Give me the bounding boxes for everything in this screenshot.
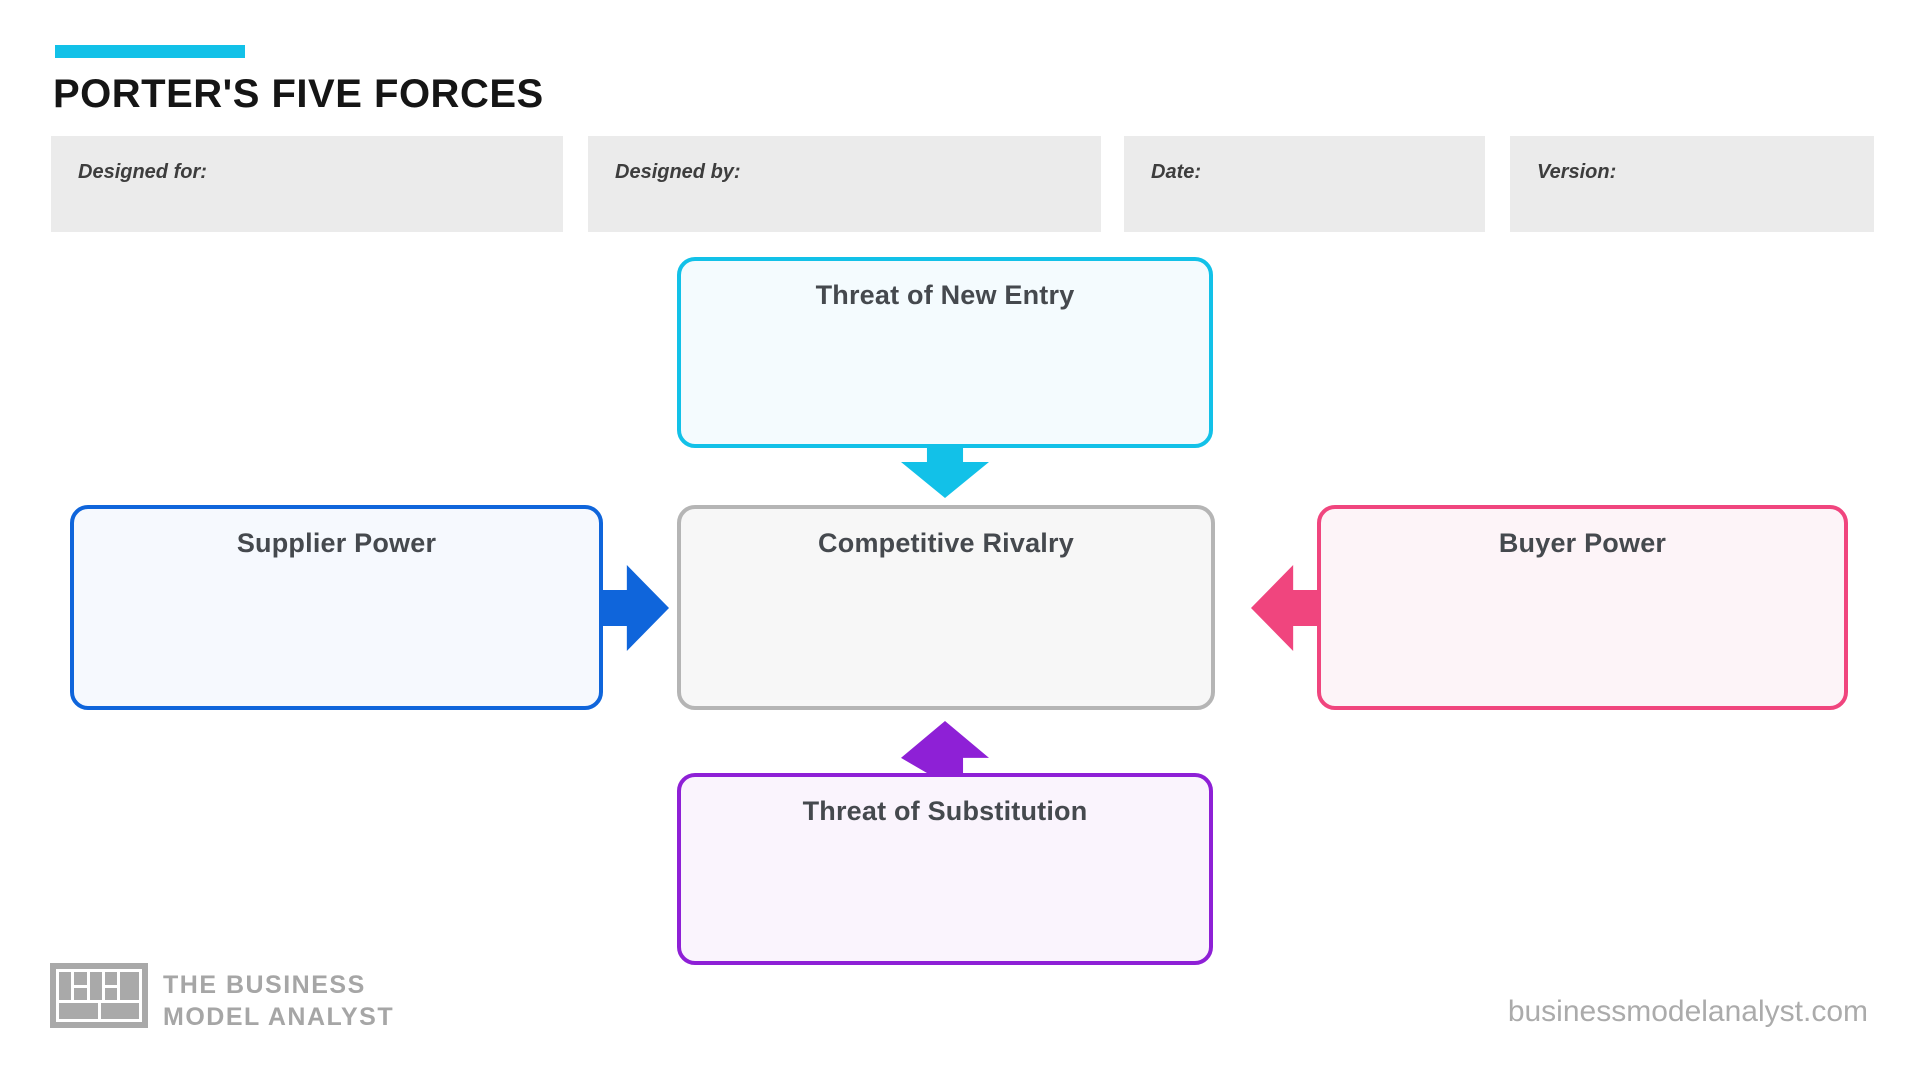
date-field[interactable]: Date: — [1124, 136, 1485, 232]
version-field[interactable]: Version: — [1510, 136, 1874, 232]
designed-for-field[interactable]: Designed for: — [51, 136, 563, 232]
left-arrow-icon — [1251, 565, 1319, 651]
designed-for-label: Designed for: — [78, 161, 207, 183]
business-model-canvas-logo-icon — [50, 963, 148, 1028]
date-label: Date: — [1151, 161, 1202, 183]
threat-of-substitution-label: Threat of Substitution — [802, 796, 1088, 826]
accent-bar — [55, 45, 245, 58]
website-url[interactable]: businessmodelanalyst.com — [1507, 995, 1868, 1028]
threat-of-new-entry-box[interactable]: Threat of New Entry — [677, 257, 1213, 448]
right-arrow-icon — [601, 565, 669, 651]
designed-by-label: Designed by: — [615, 161, 741, 183]
competitive-rivalry-box[interactable]: Competitive Rivalry — [677, 505, 1215, 710]
version-label: Version: — [1537, 161, 1617, 183]
buyer-power-label: Buyer Power — [1498, 528, 1667, 558]
down-arrow-icon — [901, 448, 989, 498]
page-title: PORTER'S FIVE FORCES — [53, 72, 544, 116]
threat-of-new-entry-label: Threat of New Entry — [815, 280, 1075, 310]
threat-of-substitution-box[interactable]: Threat of Substitution — [677, 773, 1213, 965]
logo-line-2: MODEL ANALYST — [163, 1003, 395, 1031]
logo-wordmark: THE BUSINESS MODEL ANALYST — [163, 969, 394, 1033]
buyer-power-box[interactable]: Buyer Power — [1317, 505, 1848, 710]
competitive-rivalry-label: Competitive Rivalry — [818, 528, 1074, 558]
supplier-power-box[interactable]: Supplier Power — [70, 505, 603, 710]
supplier-power-label: Supplier Power — [236, 528, 437, 558]
up-arrow-icon — [901, 721, 989, 773]
designed-by-field[interactable]: Designed by: — [588, 136, 1101, 232]
logo-line-1: THE BUSINESS — [163, 971, 366, 999]
